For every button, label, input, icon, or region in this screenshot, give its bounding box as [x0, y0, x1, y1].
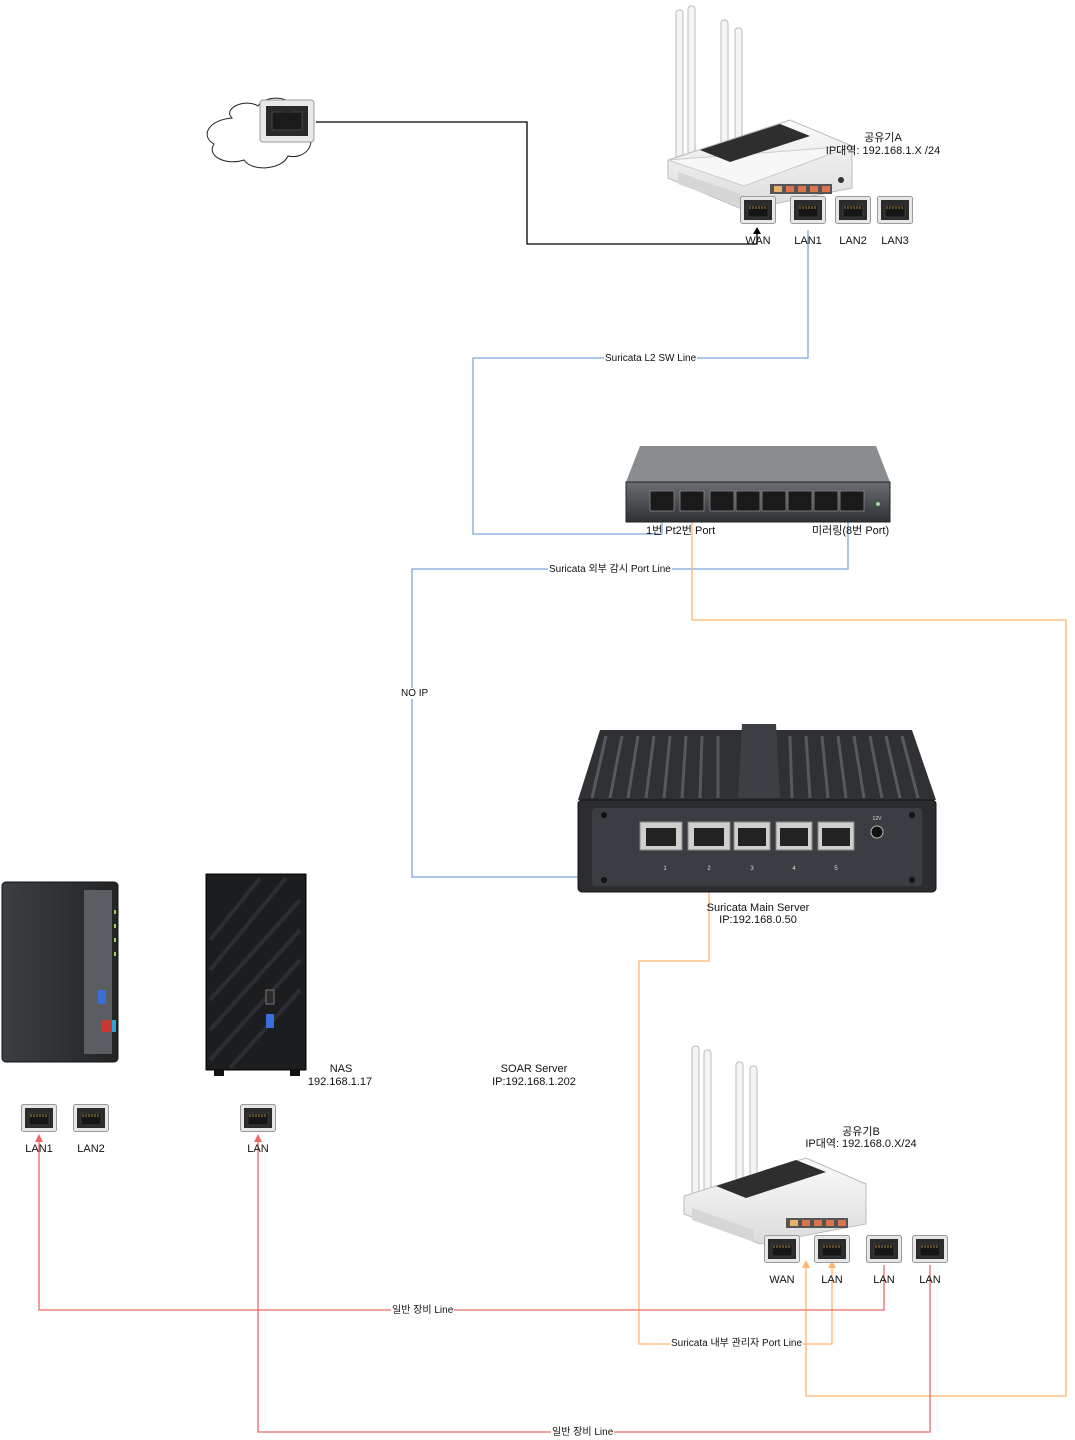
router-b-port-lan1-label: LAN: [821, 1274, 843, 1286]
router-a-port-wan-label: WAN: [745, 235, 771, 247]
router-b-lan2-port-icon: [866, 1235, 902, 1263]
router-a-wan-port-icon: [740, 196, 776, 224]
switch-mirror-port-label: 미러링(8번 Port): [812, 525, 890, 537]
nas-lan1-port-icon: [21, 1104, 57, 1132]
router-b-wan-arrow-icon: [802, 1260, 810, 1268]
router-b-port-wan-label: WAN: [769, 1274, 795, 1286]
internal-admin-line: [638, 862, 833, 1345]
router-b-ip-range: IP대역: 192.168.0.X/24: [805, 1138, 917, 1150]
router-a-icon: [667, 5, 853, 211]
suricata-server-name: Suricata Main Server: [706, 902, 810, 914]
soar-lan-port-icon: [240, 1104, 276, 1132]
wan-arrow-icon: [753, 227, 761, 234]
router-a-port-lan1-label: LAN1: [794, 235, 822, 247]
l2-sw-line: [472, 230, 809, 535]
router-a-lan1-port-icon: [790, 196, 826, 224]
nas-lan1-arrow-icon: [35, 1134, 43, 1142]
router-a-lan2-port-icon: [835, 196, 871, 224]
switch-port-1-2-label: 1번 Pt2번 Port: [646, 525, 716, 537]
soar-lan-arrow-icon: [254, 1134, 262, 1142]
router-b-port-lan3-label: LAN: [919, 1274, 941, 1286]
router-a-ip-range: IP대역: 192.168.1.X /24: [825, 145, 941, 157]
router-b-lan3-port-icon: [912, 1235, 948, 1263]
nas-ip: 192.168.1.17: [307, 1076, 373, 1088]
wan-line: [316, 121, 758, 245]
server-port-2-label: 2: [707, 866, 711, 872]
router-a-port-lan2-label: LAN2: [839, 235, 867, 247]
server-port-5-label: 5: [834, 866, 838, 872]
general-line-1: [38, 1138, 885, 1311]
nas-port-lan2-label: LAN2: [77, 1143, 105, 1155]
soar-port-lan-label: LAN: [247, 1143, 269, 1155]
server-port-3-label: 3: [750, 866, 754, 872]
router-a-port-lan3-label: LAN3: [881, 235, 909, 247]
soar-server-icon: [205, 873, 307, 1076]
internal-admin-line-label: Suricata 내부 관리자 Port Line: [670, 1338, 804, 1349]
router-b-lan1-arrow-icon: [828, 1260, 836, 1268]
no-ip-label: NO IP: [400, 688, 430, 699]
suricata-server-icon: [577, 724, 937, 893]
l2-sw-line-label: Suricata L2 SW Line: [604, 353, 698, 364]
router-b-icon: [683, 1045, 867, 1245]
router-b-lan1-port-icon: [814, 1235, 850, 1263]
router-b-wan-port-icon: [764, 1235, 800, 1263]
nas-icon: [1, 881, 119, 1063]
switch-to-router-b-line: [691, 517, 1067, 1397]
soar-server-name: SOAR Server: [500, 1063, 568, 1075]
suricata-server-ip: IP:192.168.0.50: [719, 914, 797, 926]
router-a-name: 공유기A: [864, 132, 902, 144]
internet-port-icon: [259, 99, 315, 143]
external-monitor-line-label: Suricata 외부 감시 Port Line: [548, 564, 672, 575]
router-b-port-lan2-label: LAN: [873, 1274, 895, 1286]
router-a-lan3-port-icon: [877, 196, 913, 224]
server-power-label: 12V: [872, 816, 882, 822]
server-port-4-label: 4: [792, 866, 796, 872]
general-line-1-label: 일반 장비 Line: [391, 1305, 455, 1316]
server-port-1-label: 1: [663, 866, 667, 872]
switch-icon: [625, 446, 891, 523]
soar-server-ip: IP:192.168.1.202: [492, 1076, 576, 1088]
nas-port-lan1-label: LAN1: [25, 1143, 53, 1155]
nas-lan2-port-icon: [73, 1104, 109, 1132]
router-b-name: 공유기B: [842, 1126, 880, 1138]
general-line-2-label: 일반 장비 Line: [551, 1427, 615, 1438]
nas-name: NAS: [329, 1063, 353, 1075]
